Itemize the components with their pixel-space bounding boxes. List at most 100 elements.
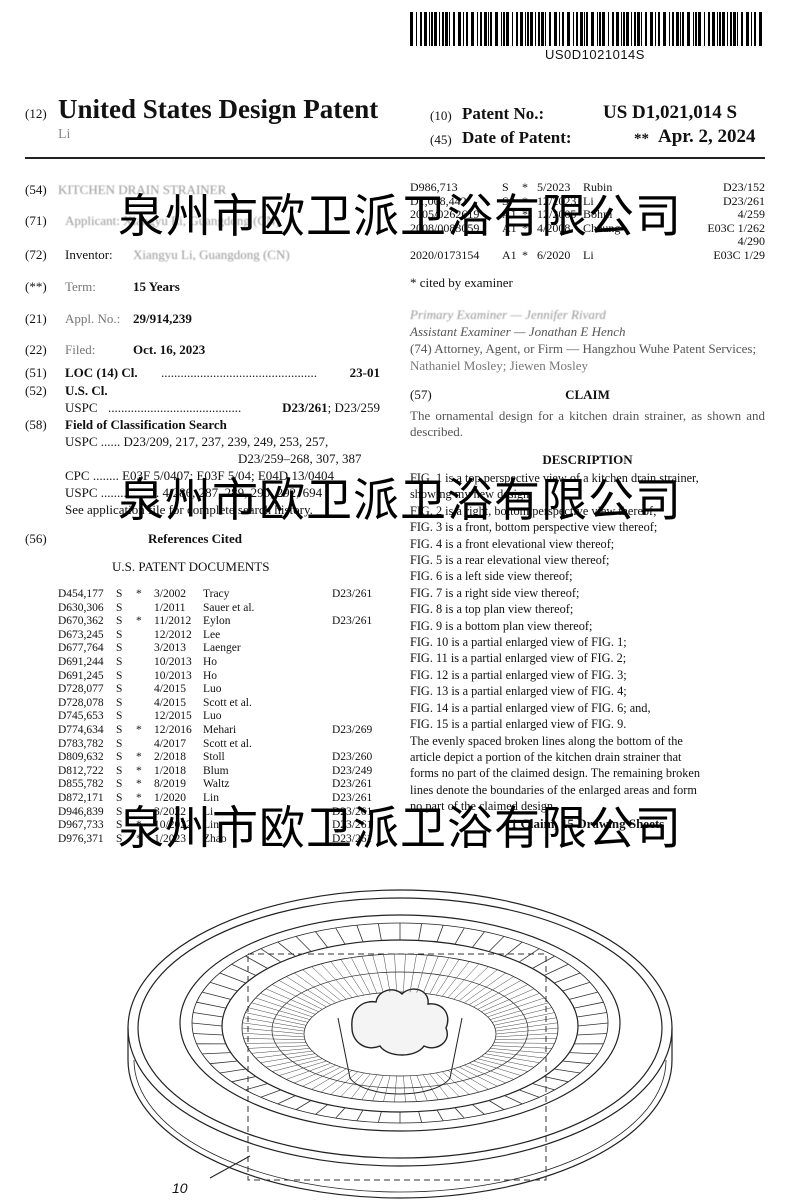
ref-name: Bohm bbox=[583, 207, 613, 221]
description-line: FIG. 14 is a partial enlarged view of FI… bbox=[410, 700, 651, 715]
ref-number: D967,733 bbox=[58, 819, 104, 832]
ref-number: D946,839 bbox=[58, 805, 104, 818]
ref-number: D1,008,442 bbox=[410, 193, 467, 208]
field-52-value-rest: ; D23/259 bbox=[327, 400, 380, 415]
ref-number: D745,653 bbox=[58, 710, 104, 723]
ref-number: D728,078 bbox=[58, 696, 104, 709]
field-58-line2: D23/259–268, 307, 387 bbox=[238, 451, 362, 466]
ref-kind: A1 bbox=[502, 247, 517, 262]
header-rule bbox=[25, 157, 765, 159]
field-52-label: U.S. Cl. bbox=[65, 383, 108, 398]
ref-kind: S bbox=[116, 819, 123, 832]
ref-class: D23/261 bbox=[332, 778, 373, 791]
claim-heading: CLAIM bbox=[565, 387, 610, 402]
field-51: (51) LOC (14) Cl. ......................… bbox=[25, 365, 385, 381]
field-term-tag: (**) bbox=[25, 279, 47, 294]
description-line: FIG. 13 is a partial enlarged view of FI… bbox=[410, 684, 627, 699]
tag-45: (45) bbox=[430, 132, 452, 147]
ref-name: Blum bbox=[203, 764, 229, 777]
field-72-value: Xiangyu Li, Guangdong (CN) bbox=[133, 247, 290, 262]
date-label: Date of Patent: bbox=[462, 128, 572, 147]
ref-number: D872,171 bbox=[58, 792, 104, 804]
ref-class: D23/260 bbox=[332, 751, 373, 764]
ref-number: D673,245 bbox=[58, 628, 104, 641]
field-52-values: D23/261; D23/259 bbox=[282, 400, 380, 416]
date-marker: ** bbox=[634, 131, 649, 147]
ref-date: 4/2017 bbox=[154, 737, 186, 750]
description-body: FIG. 1 is a top perspective view of a ki… bbox=[410, 470, 765, 815]
ref-class: D23/261 bbox=[332, 832, 373, 845]
ref-name: Laenger bbox=[203, 642, 241, 655]
ref-star: * bbox=[136, 792, 142, 804]
ref-name: Lin bbox=[203, 819, 219, 832]
ref-number: D809,632 bbox=[58, 751, 104, 764]
ref-date: 10/2013 bbox=[154, 669, 192, 682]
ref-class: E03C 1/29 bbox=[713, 247, 765, 262]
ref-date: 1/2020 bbox=[154, 792, 186, 804]
ref-star: * bbox=[136, 588, 142, 600]
field-58-line5: See application file for complete search… bbox=[65, 502, 313, 517]
ref-star: * bbox=[522, 207, 528, 221]
field-21-value: 29/914,239 bbox=[133, 311, 192, 326]
ref-name: Ho bbox=[203, 656, 218, 668]
ref-date: 8/2019 bbox=[154, 778, 186, 791]
ref-kind: S bbox=[116, 642, 123, 655]
description-line: FIG. 6 is a left side view thereof; bbox=[410, 569, 573, 584]
ref-class: 4/259 bbox=[737, 207, 765, 221]
ref-kind: S bbox=[116, 751, 123, 764]
field-term-value: 15 Years bbox=[133, 279, 180, 294]
field-58-line3: CPC ........ E03F 5/0407; E03F 5/04; E04… bbox=[65, 468, 335, 483]
ref-kind: S bbox=[116, 601, 123, 614]
description-line: FIG. 3 is a front, bottom perspective vi… bbox=[410, 520, 658, 535]
ref-date: 10/2013 bbox=[154, 656, 192, 668]
field-54: (54) KITCHEN DRAIN STRAINER bbox=[25, 182, 385, 198]
primary-examiner: Primary Examiner — Jennifer Rivard bbox=[410, 307, 606, 322]
ref-kind: S bbox=[116, 724, 123, 736]
ref-name: Waltz bbox=[203, 778, 230, 791]
ref-kind: A1 bbox=[502, 207, 517, 221]
ref-number: D986,713 bbox=[410, 180, 458, 194]
ref-name: Luo bbox=[203, 683, 222, 696]
ref-class: 4/290 bbox=[737, 234, 765, 248]
ref-star: * bbox=[522, 247, 528, 262]
ref-class: D23/261 bbox=[332, 792, 373, 804]
ref-number: D677,764 bbox=[58, 642, 104, 655]
field-21-tag: (21) bbox=[25, 311, 47, 326]
ref-name: Rubin bbox=[583, 180, 613, 194]
field-56: (56) References Cited bbox=[25, 531, 385, 547]
field-56-label: References Cited bbox=[148, 531, 242, 546]
tag-10: (10) bbox=[430, 108, 452, 123]
field-71: (71) Applicant: Xiangyu Li, Guangdong (C… bbox=[25, 213, 385, 229]
field-52-value-main: D23/261 bbox=[282, 400, 328, 415]
ref-name: Lin bbox=[203, 792, 219, 804]
ref-star: * bbox=[522, 180, 528, 194]
ref-class: D23/261 bbox=[332, 615, 373, 628]
ref-date: 3/2002 bbox=[154, 588, 186, 600]
ref-star: * bbox=[136, 764, 142, 777]
ref-number: D630,306 bbox=[58, 601, 104, 614]
drain-strainer-drawing bbox=[127, 889, 673, 1199]
ref-name: Lee bbox=[203, 628, 221, 641]
ref-class: D23/261 bbox=[332, 819, 373, 832]
ref-kind: S bbox=[502, 193, 509, 208]
field-52-uspc-label: USPC bbox=[65, 400, 98, 415]
ref-star: * bbox=[136, 751, 142, 764]
ref-name: Li bbox=[583, 247, 594, 262]
patent-no-label: Patent No.: bbox=[462, 104, 545, 123]
ref-class: D23/249 bbox=[332, 764, 373, 777]
ref-date: 4/2008 bbox=[537, 220, 571, 235]
field-58-line4: USPC .................. 4/286, 287, 289,… bbox=[65, 485, 323, 500]
ref-name: Stoll bbox=[203, 751, 225, 764]
ref-class: E03C 1/262 bbox=[707, 220, 765, 235]
field-72-label: Inventor: bbox=[65, 247, 113, 262]
ref-date: 12/2015 bbox=[154, 710, 192, 723]
watermark-middle: 泉州市欧卫派卫浴有限公司 bbox=[118, 473, 682, 527]
field-21: (21) Appl. No.: 29/914,239 bbox=[25, 311, 385, 327]
description-line: no part of the claimed design. bbox=[410, 799, 557, 814]
ref-date: 1/2023 bbox=[154, 832, 186, 845]
ref-kind: S bbox=[116, 792, 123, 804]
description-line: forms no part of the claimed design. The… bbox=[410, 766, 701, 781]
field-71-tag: (71) bbox=[25, 213, 47, 228]
ref-kind: S bbox=[116, 764, 123, 777]
